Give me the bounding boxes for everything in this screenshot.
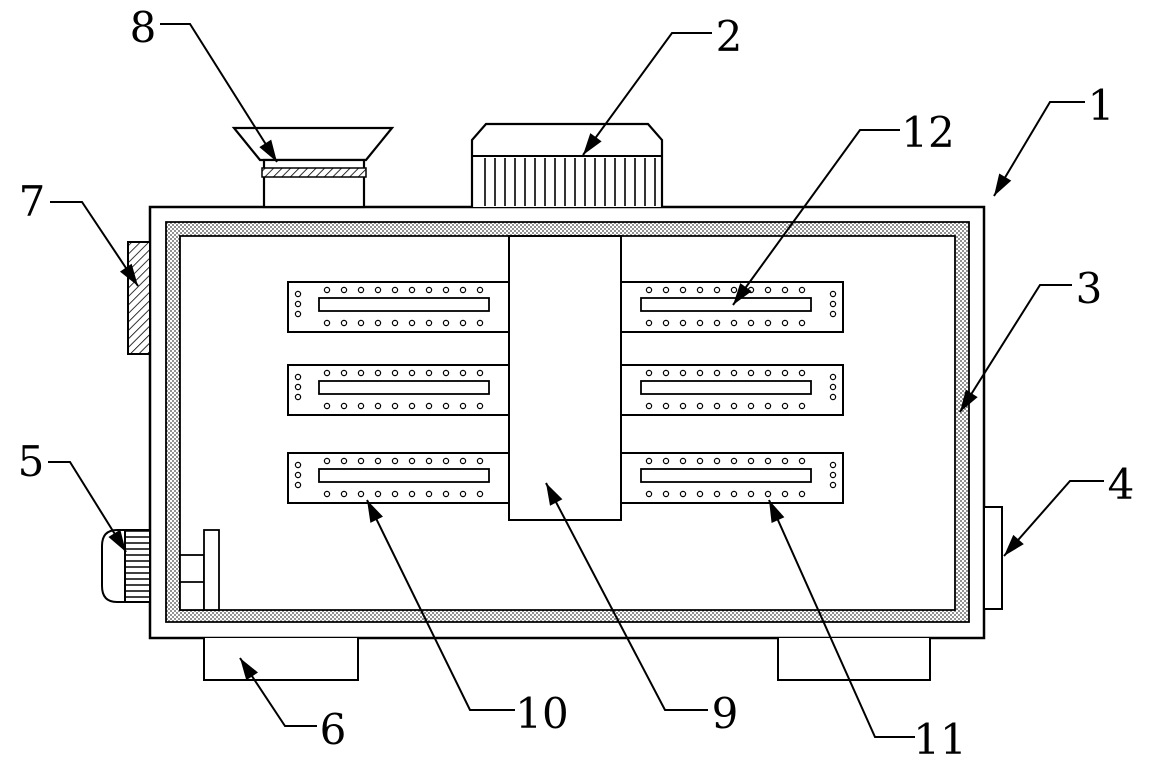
stirring-blade-right-2 — [620, 364, 844, 416]
stirring-blades — [287, 281, 844, 504]
stirring-blade-right-1 — [620, 281, 844, 333]
callout-9: 9 — [711, 689, 739, 738]
support-legs — [203, 638, 931, 681]
arrowhead-1 — [994, 173, 1012, 196]
stirring-blade-left-1 — [287, 281, 510, 333]
arrowhead-5 — [108, 529, 126, 552]
callout-10: 10 — [515, 689, 569, 738]
arrowhead-4 — [1004, 534, 1024, 556]
arrowhead-12 — [733, 283, 752, 305]
stirring-blade-left-3 — [287, 452, 510, 504]
insulation-liner — [165, 221, 970, 623]
arrowhead-11 — [769, 500, 785, 523]
leader-lines — [48, 23, 1104, 738]
motor — [470, 122, 664, 207]
callout-8: 8 — [129, 3, 157, 52]
feed-hopper — [231, 126, 395, 209]
callout-1: 1 — [1087, 81, 1115, 130]
control-panel — [127, 241, 151, 355]
leader-line-1 — [993, 101, 1085, 197]
leader-line-4 — [1003, 480, 1104, 557]
leader-line-3 — [959, 284, 1072, 413]
leader-line-11 — [768, 499, 915, 738]
callout-2: 2 — [715, 12, 743, 61]
central-shaft — [508, 235, 622, 521]
fan — [101, 529, 151, 603]
arrowhead-2 — [583, 133, 602, 155]
callout-11: 11 — [913, 715, 967, 764]
stirring-blade-right-3 — [620, 452, 844, 504]
callout-3: 3 — [1075, 264, 1103, 313]
leader-line-6 — [239, 657, 317, 727]
callout-12: 12 — [901, 108, 955, 157]
arrowhead-9 — [546, 483, 563, 506]
stirring-blade-left-2 — [287, 364, 510, 416]
callout-6: 6 — [319, 705, 347, 754]
arrowhead-10 — [367, 500, 383, 523]
arrowhead-7 — [119, 263, 138, 286]
leader-line-7 — [50, 201, 139, 287]
leader-line-10 — [366, 499, 515, 711]
callout-7: 7 — [18, 177, 46, 226]
arrowhead-8 — [259, 139, 277, 162]
leader-line-12 — [732, 129, 900, 306]
leader-line-2 — [582, 32, 712, 156]
leader-line-5 — [48, 461, 127, 553]
callout-5: 5 — [17, 437, 45, 486]
callout-4: 4 — [1107, 460, 1135, 509]
heater-bracket — [179, 529, 220, 611]
leader-line-9 — [545, 482, 708, 711]
arrowhead-3 — [960, 389, 978, 412]
arrowhead-6 — [240, 658, 258, 681]
discharge-outlet — [983, 506, 1003, 610]
leader-line-8 — [160, 23, 278, 163]
